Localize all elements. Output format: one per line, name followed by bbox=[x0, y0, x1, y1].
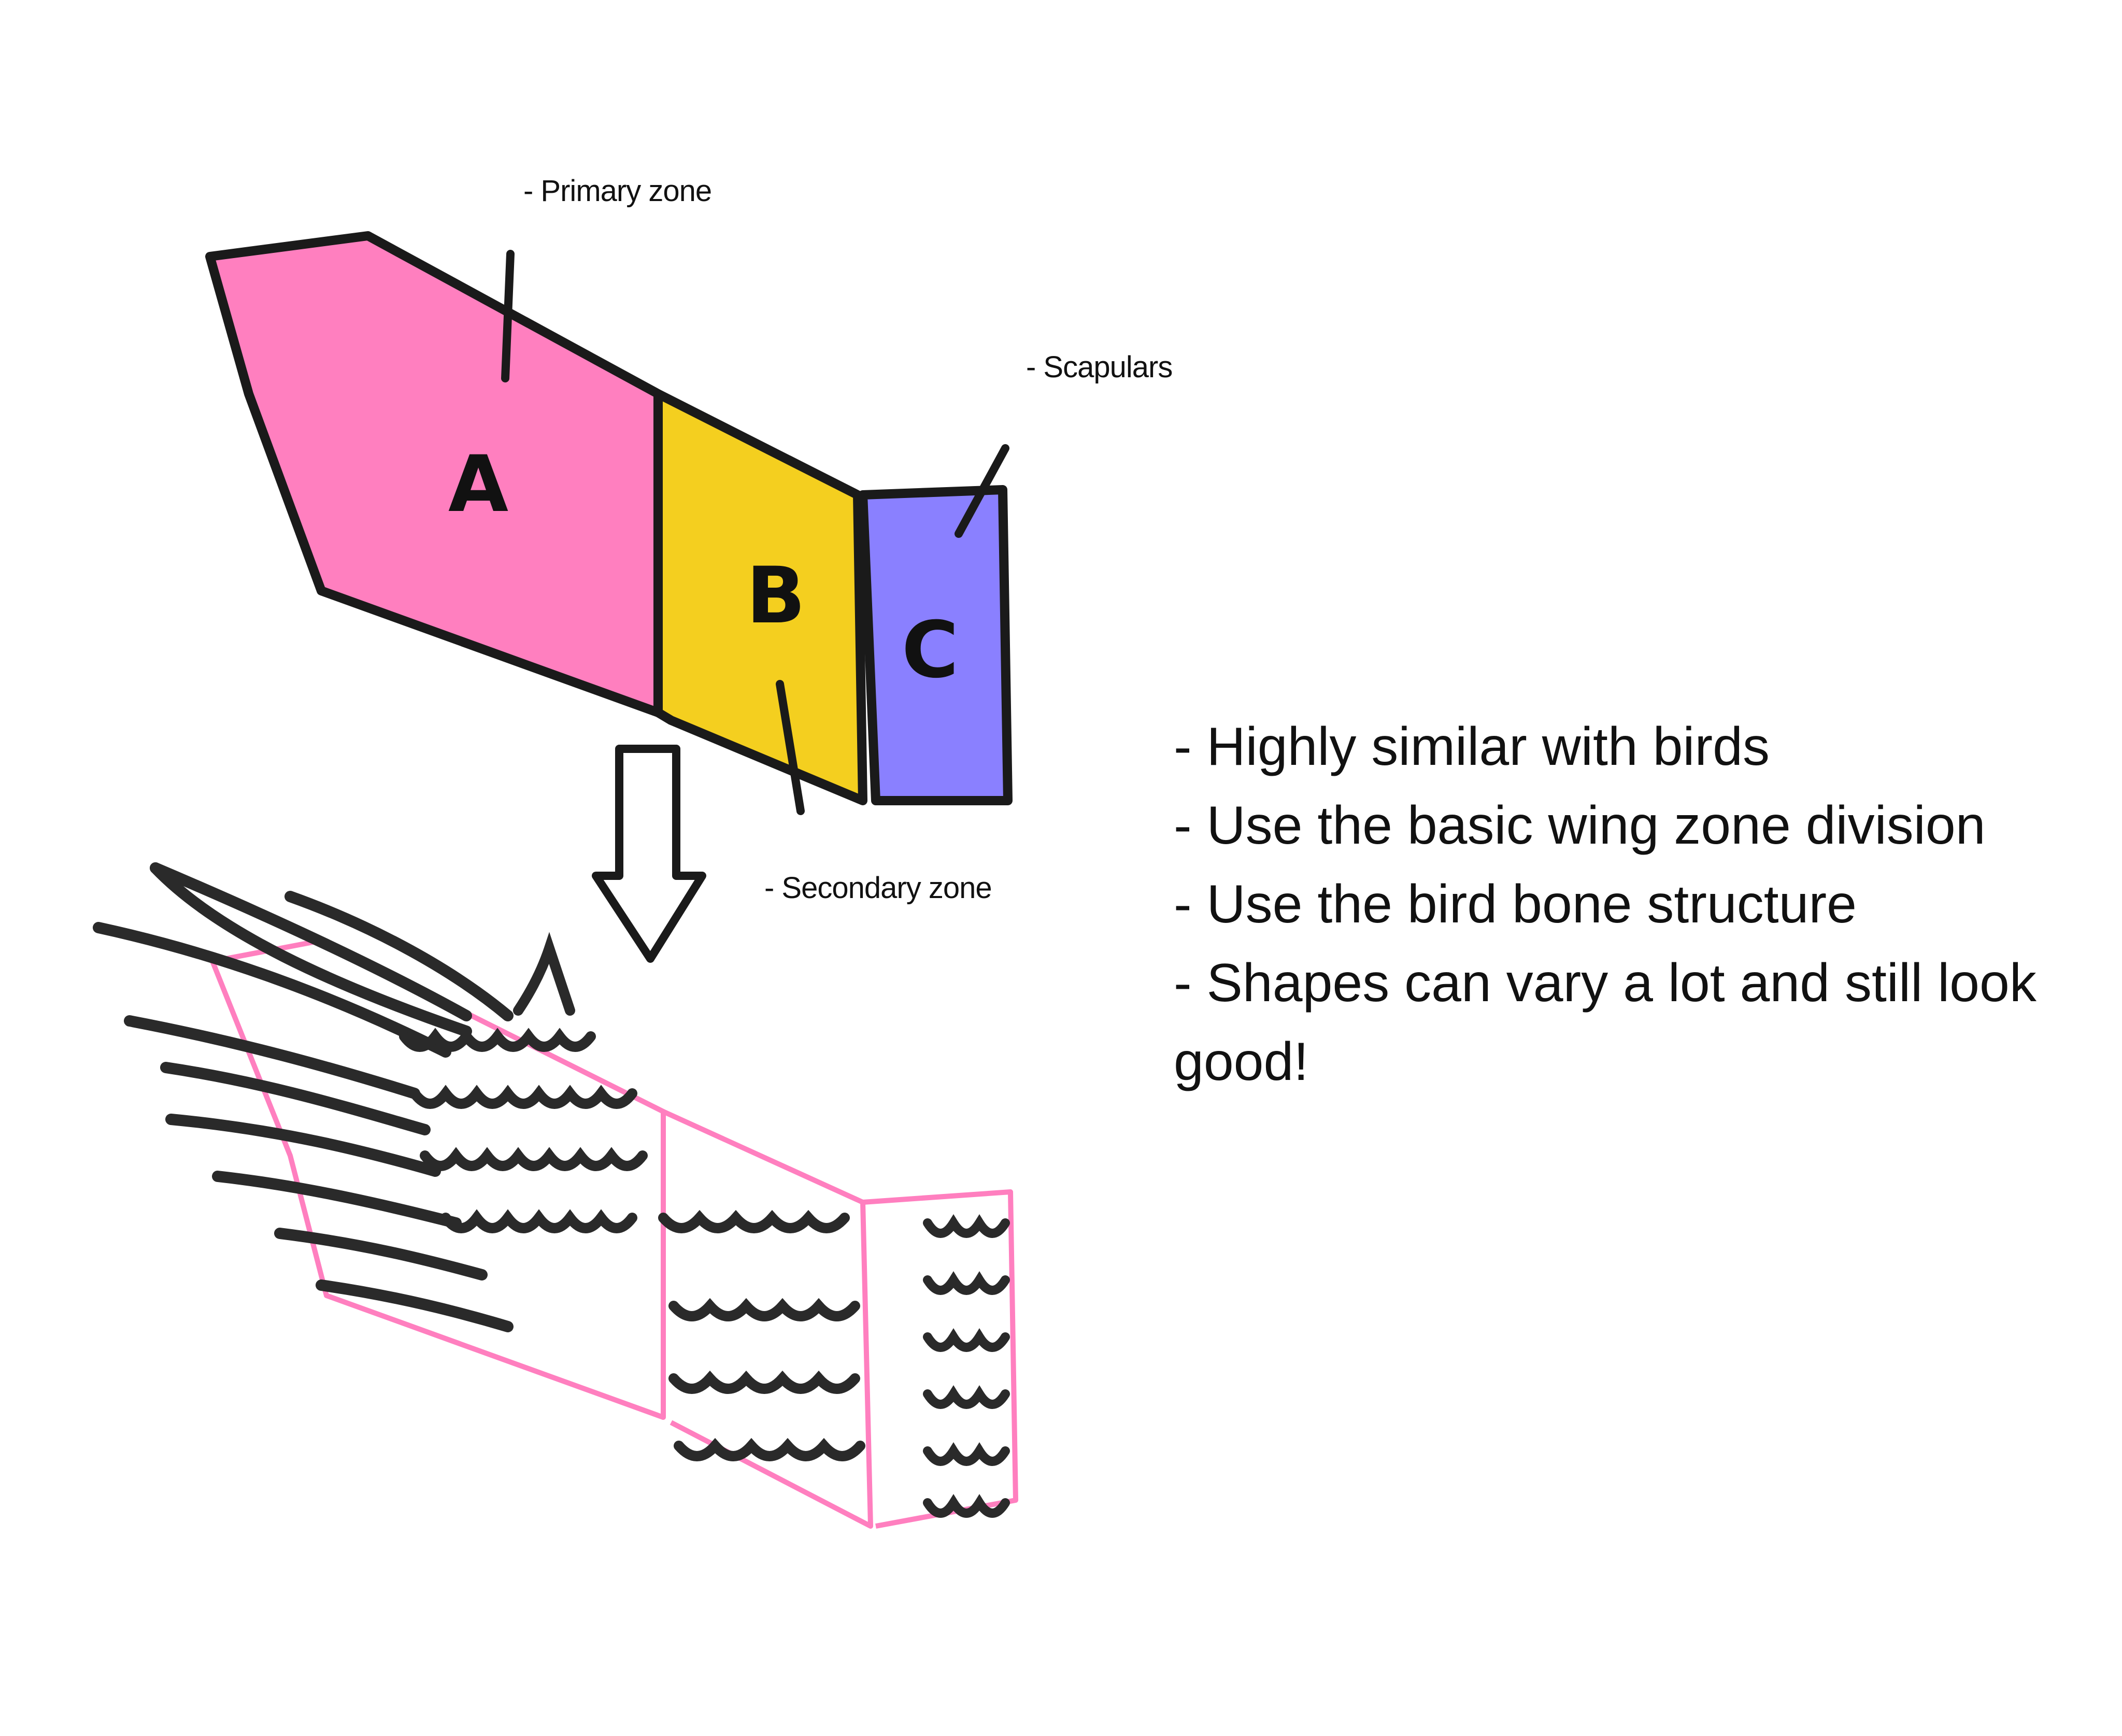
zone-c-letter: C bbox=[902, 605, 959, 695]
primary-pointer bbox=[501, 250, 515, 382]
zone-b-shape bbox=[653, 389, 867, 805]
note-item: - Highly similar with birds bbox=[1174, 717, 1770, 777]
wing-sketch bbox=[93, 862, 1018, 1529]
secondary-pointer bbox=[776, 680, 805, 815]
covert-feathers bbox=[399, 932, 865, 1461]
scapulars-label: - Scapulars bbox=[1026, 350, 1173, 384]
zone-a-shape bbox=[205, 231, 663, 717]
scapular-feathers bbox=[923, 1214, 1010, 1518]
notes-list: - Highly similar with birds - Use the ba… bbox=[1174, 707, 2055, 1101]
primary-zone-label: - Primary zone bbox=[523, 174, 712, 208]
secondary-zone-label: - Secondary zone bbox=[764, 871, 992, 905]
wing-guide-outline bbox=[210, 938, 1018, 1529]
zone-c-shape bbox=[858, 485, 1013, 805]
zone-b-letter: B bbox=[746, 551, 806, 641]
scapulars-pointer bbox=[955, 444, 1009, 538]
zone-a-letter: A bbox=[448, 439, 509, 530]
note-item: - Use the bird bone structure bbox=[1174, 874, 1857, 934]
note-item: - Shapes can vary a lot and still look g… bbox=[1174, 953, 2036, 1092]
note-item: - Use the basic wing zone division bbox=[1174, 795, 1986, 856]
down-arrow-icon bbox=[592, 745, 706, 963]
primary-feathers bbox=[93, 862, 514, 1332]
